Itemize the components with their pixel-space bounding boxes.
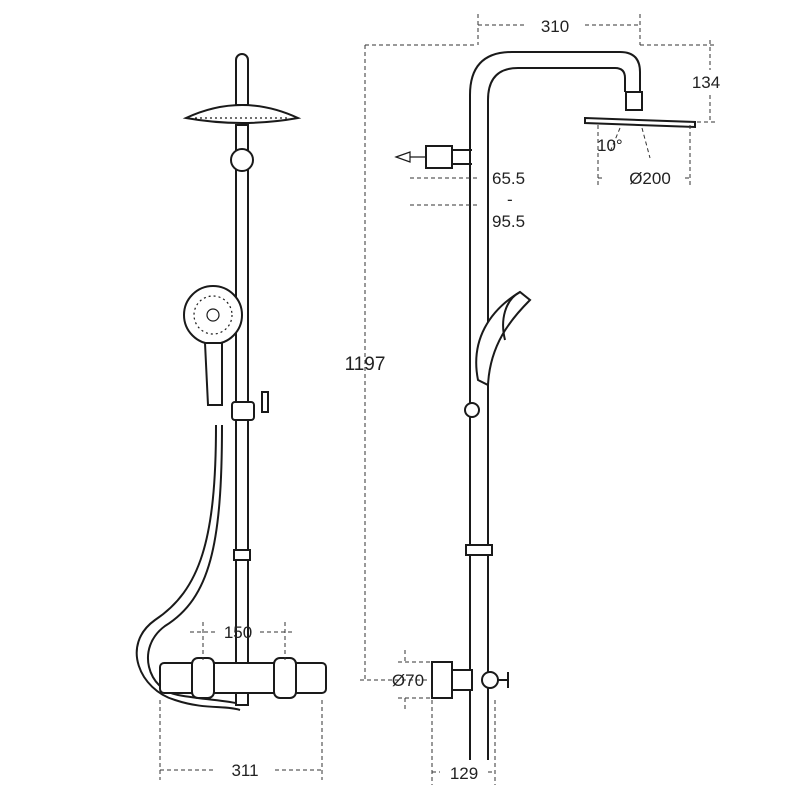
- head-dia-dim-line: [597, 125, 691, 188]
- head-joint-side: [625, 91, 643, 111]
- hand-shower-side: [475, 290, 532, 387]
- left-knob-front: [191, 657, 215, 699]
- pipe-ring-front: [230, 148, 254, 172]
- side-view: [394, 51, 696, 760]
- valve-connector-side: [481, 671, 499, 689]
- wall-plug-icon: [394, 151, 426, 163]
- height-dim-line: [360, 44, 475, 681]
- slider-bracket-front: [231, 401, 255, 421]
- label-bracket-min: 65.5: [492, 169, 525, 188]
- head-drop-dim-line: [640, 40, 715, 123]
- hand-shower-nozzles: [193, 295, 233, 335]
- slider-side: [464, 402, 480, 418]
- riser-arm-side-inner: [487, 67, 626, 760]
- label-valve-diameter: Ø70: [392, 671, 424, 690]
- label-total-height: 1197: [345, 354, 386, 375]
- wall-bracket-side: [425, 145, 453, 169]
- depth-dim-line: [431, 700, 496, 785]
- dimension-labels: 310 134 10° Ø200 65.5 - 95.5 1197 150 Ø7…: [224, 17, 720, 783]
- bracket-dim-line: [410, 177, 480, 206]
- label-bracket-max: 95.5: [492, 212, 525, 231]
- wall-bracket-arm: [452, 149, 472, 165]
- label-arm-projection: 310: [541, 17, 569, 36]
- label-head-drop: 134: [692, 73, 720, 92]
- label-head-angle: 10°: [597, 136, 623, 155]
- label-wall-depth: 129: [450, 764, 478, 783]
- valve-body-side: [451, 669, 473, 691]
- wall-fixing-side: [498, 672, 509, 688]
- dimension-lines: [159, 14, 715, 785]
- hand-shower-face-side: [502, 291, 521, 341]
- hand-shower-handle-front: [203, 342, 223, 406]
- outlet-front: [235, 692, 249, 706]
- hand-shower-head-front: [183, 285, 243, 345]
- label-inlet-centres: 150: [224, 623, 252, 642]
- label-bracket-sep: -: [507, 190, 513, 209]
- hose-front: [135, 424, 241, 711]
- arm-dim-line: [477, 14, 641, 45]
- slider-knob-front: [261, 391, 269, 413]
- shower-arm-top: [235, 53, 249, 106]
- hand-shower-centre: [206, 308, 220, 322]
- valve-dia-dim-line: [398, 650, 432, 712]
- label-head-diameter: Ø200: [629, 169, 671, 188]
- angle-dim-line: [609, 127, 651, 159]
- thermostat-body-front: [159, 662, 327, 694]
- rain-head-front: [182, 104, 302, 124]
- pipe-clip-front: [233, 549, 251, 561]
- rain-head-side: [584, 116, 696, 129]
- right-knob-front: [273, 657, 297, 699]
- valve-knob-side: [431, 661, 453, 699]
- pipe-clip-side: [465, 544, 493, 556]
- front-view: [135, 53, 327, 711]
- label-valve-width: 311: [231, 761, 258, 780]
- riser-arm-side-outer: [469, 51, 641, 760]
